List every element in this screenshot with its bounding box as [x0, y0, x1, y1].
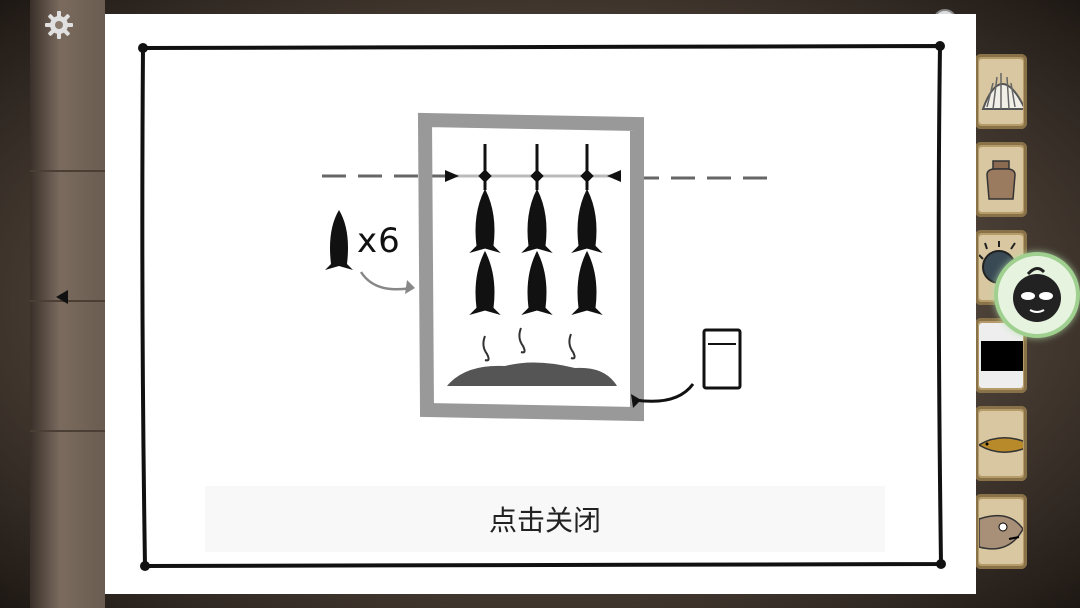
- inventory-slot-dried-fish[interactable]: [975, 406, 1027, 481]
- previous-scene-button[interactable]: [48, 280, 76, 314]
- scallop-shell-icon: [981, 73, 1023, 110]
- diagram-drawing: [138, 41, 946, 571]
- fish-head-icon: [979, 514, 1023, 550]
- smoker-diagram-popup[interactable]: x6 点击关闭: [105, 14, 976, 594]
- clay-jar-icon: [986, 160, 1016, 200]
- inventory-slot-scallop-shell[interactable]: [975, 54, 1027, 129]
- left-wall: [30, 0, 105, 608]
- tap-to-close-label[interactable]: 点击关闭: [205, 486, 885, 552]
- fish-icon: [325, 210, 353, 270]
- hint-button[interactable]: [998, 256, 1076, 334]
- inventory-slot-fish-head[interactable]: [975, 494, 1027, 569]
- inventory-slot-clay-jar[interactable]: [975, 142, 1027, 217]
- fish-count-label: x6: [357, 221, 401, 261]
- left-arrow-icon: [56, 290, 68, 304]
- hint-face-icon: [1013, 267, 1061, 322]
- inventory-bar: [975, 54, 1030, 574]
- settings-button[interactable]: [42, 8, 76, 42]
- inventory-slot-smoker-box[interactable]: [975, 318, 1027, 393]
- gear-icon: [45, 11, 73, 39]
- dried-fish-icon: [979, 437, 1023, 453]
- hanging-fish-group: [469, 144, 603, 316]
- smoker-box-icon: [981, 341, 1023, 371]
